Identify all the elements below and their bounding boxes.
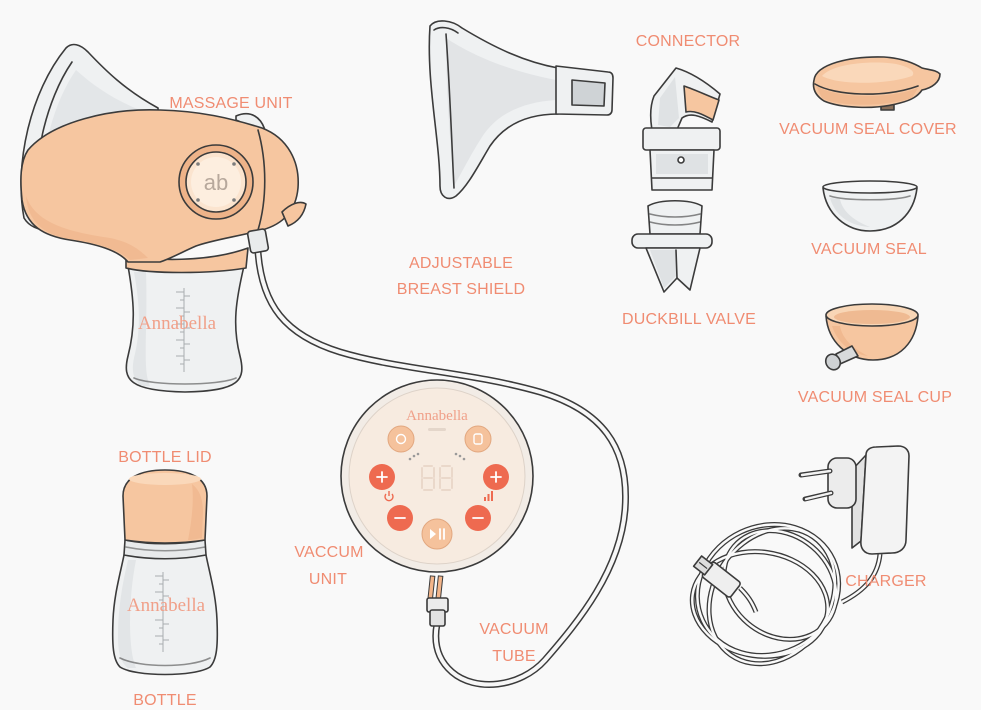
massage-control-button: ab <box>179 145 253 219</box>
label-adjustable-breast-shield-line2: BREAST SHIELD <box>397 281 526 298</box>
tube-plug <box>427 576 448 626</box>
tube-connector-port <box>247 229 269 254</box>
vacuum-seal-cup <box>823 304 918 372</box>
label-vaccum-unit-line2: UNIT <box>309 571 347 588</box>
vacuum-seal <box>823 181 917 231</box>
charger-cable <box>676 502 880 689</box>
charger <box>676 446 909 688</box>
label-adjustable-breast-shield-line1: ADJUSTABLE <box>409 255 513 272</box>
adjustable-breast-shield <box>429 21 613 198</box>
duckbill-valve <box>632 201 712 292</box>
vacuum-unit-brand: Annabella <box>406 408 468 424</box>
label-bottle: BOTTLE <box>133 692 196 709</box>
mode-button <box>388 426 414 452</box>
left-minus-button <box>387 505 413 531</box>
label-duckbill-valve: DUCKBILL VALVE <box>622 311 756 328</box>
label-bottle-lid: BOTTLE LID <box>118 449 212 466</box>
massage-bottle-brand: Annabella <box>138 313 217 334</box>
bottle-body: Annabella <box>113 555 218 675</box>
level-button <box>465 426 491 452</box>
brand-underline <box>428 428 446 431</box>
label-vacuum-tube-line2: TUBE <box>492 648 535 665</box>
label-vacuum-tube-line1: VACUUM <box>479 621 548 638</box>
label-charger: CHARGER <box>845 573 926 590</box>
play-pause-button <box>422 519 452 549</box>
label-massage-unit: MASSAGE UNIT <box>169 95 292 112</box>
label-vacuum-seal-cover: VACUUM SEAL COVER <box>779 121 957 138</box>
bottle: Annabella <box>113 470 218 675</box>
label-vacuum-seal: VACUUM SEAL <box>811 241 927 258</box>
label-vaccum-unit-line1: VACCUM <box>294 544 363 561</box>
left-plus-button <box>369 464 395 490</box>
right-plus-button <box>483 464 509 490</box>
bottle-brand: Annabella <box>127 595 206 616</box>
right-minus-button <box>465 505 491 531</box>
vacuum-unit: Annabella <box>341 380 533 572</box>
massage-bottle: Annabella <box>126 266 244 392</box>
connector <box>643 68 720 190</box>
bottle-lid <box>123 470 207 543</box>
massage-monogram: ab <box>204 170 228 195</box>
label-vacuum-seal-cup: VACUUM SEAL CUP <box>798 389 952 406</box>
label-connector: CONNECTOR <box>636 33 741 50</box>
vacuum-seal-cover <box>813 57 940 110</box>
